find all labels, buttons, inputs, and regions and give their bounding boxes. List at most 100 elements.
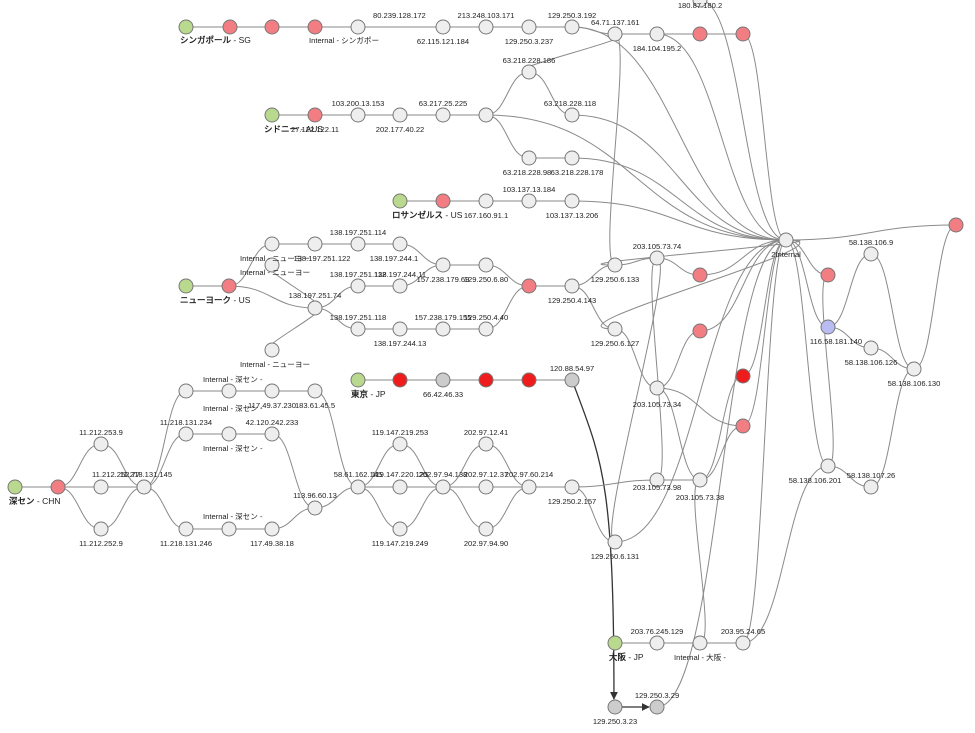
hop-node-sz14[interactable] bbox=[307, 383, 323, 399]
hop-node-j1[interactable] bbox=[607, 26, 623, 42]
hop-node-sz12[interactable] bbox=[221, 426, 237, 442]
hop-node-ny10[interactable] bbox=[350, 321, 366, 337]
hop-node-b1[interactable] bbox=[607, 699, 623, 715]
hop-node-m6[interactable] bbox=[692, 472, 708, 488]
hop-node-m1[interactable] bbox=[607, 257, 623, 273]
hop-node-ny13[interactable] bbox=[435, 257, 451, 273]
hop-node-la2[interactable] bbox=[435, 193, 451, 209]
hop-node-ny14[interactable] bbox=[478, 257, 494, 273]
hop-node-sz6[interactable] bbox=[136, 479, 152, 495]
source-node-ny[interactable] bbox=[178, 278, 194, 294]
hop-node-j4[interactable] bbox=[735, 26, 751, 42]
hop-node-sg3[interactable] bbox=[264, 19, 280, 35]
hop-node-sz17[interactable] bbox=[307, 500, 323, 516]
hop-node-ny17[interactable] bbox=[521, 278, 537, 294]
hop-node-ny11[interactable] bbox=[392, 321, 408, 337]
hop-node-ny6[interactable] bbox=[264, 257, 280, 273]
hop-node-sz7[interactable] bbox=[178, 383, 194, 399]
hop-node-au6[interactable] bbox=[478, 107, 494, 123]
hop-node-sz8[interactable] bbox=[178, 426, 194, 442]
hop-node-tk2[interactable] bbox=[392, 372, 408, 388]
hop-node-sg7[interactable] bbox=[478, 19, 494, 35]
hop-node-sz15[interactable] bbox=[221, 521, 237, 537]
hop-node-sg2[interactable] bbox=[222, 19, 238, 35]
hop-node-sz20[interactable] bbox=[392, 479, 408, 495]
source-node-os[interactable] bbox=[607, 635, 623, 651]
hop-node-j3[interactable] bbox=[692, 26, 708, 42]
hop-node-os4[interactable] bbox=[735, 635, 751, 651]
hop-node-m2[interactable] bbox=[607, 321, 623, 337]
hop-node-m5[interactable] bbox=[649, 472, 665, 488]
hop-node-b2[interactable] bbox=[649, 699, 665, 715]
hop-node-sz5[interactable] bbox=[93, 521, 109, 537]
hop-node-sz22[interactable] bbox=[435, 479, 451, 495]
hop-node-in[interactable] bbox=[778, 232, 794, 248]
hop-node-r7[interactable] bbox=[863, 479, 879, 495]
hop-node-ny18[interactable] bbox=[564, 278, 580, 294]
hop-node-m9[interactable] bbox=[692, 323, 708, 339]
hop-node-sg8[interactable] bbox=[521, 19, 537, 35]
hop-node-ny16[interactable] bbox=[478, 321, 494, 337]
hop-node-sg4[interactable] bbox=[307, 19, 323, 35]
hop-node-tk5[interactable] bbox=[521, 372, 537, 388]
hop-node-r3[interactable] bbox=[863, 246, 879, 262]
hop-node-sg6[interactable] bbox=[435, 19, 451, 35]
hop-node-ny2[interactable] bbox=[221, 278, 237, 294]
hop-node-au4[interactable] bbox=[392, 107, 408, 123]
hop-node-tk4[interactable] bbox=[478, 372, 494, 388]
hop-node-m10[interactable] bbox=[735, 368, 751, 384]
hop-node-os2[interactable] bbox=[649, 635, 665, 651]
hop-node-ny1[interactable] bbox=[264, 236, 280, 252]
hop-node-sz27[interactable] bbox=[564, 479, 580, 495]
hop-node-ny5[interactable] bbox=[392, 236, 408, 252]
hop-node-sz24[interactable] bbox=[478, 479, 494, 495]
hop-node-r5[interactable] bbox=[906, 361, 922, 377]
hop-node-sz19[interactable] bbox=[392, 436, 408, 452]
hop-node-sz11[interactable] bbox=[264, 383, 280, 399]
hop-node-m7[interactable] bbox=[607, 534, 623, 550]
hop-node-la5[interactable] bbox=[564, 193, 580, 209]
hop-node-sz2[interactable] bbox=[50, 479, 66, 495]
hop-node-m11[interactable] bbox=[735, 418, 751, 434]
hop-node-m4[interactable] bbox=[649, 380, 665, 396]
hop-node-tk3[interactable] bbox=[435, 372, 451, 388]
hop-node-ny4[interactable] bbox=[350, 236, 366, 252]
hop-node-m8[interactable] bbox=[692, 267, 708, 283]
hop-node-sz9[interactable] bbox=[178, 521, 194, 537]
source-node-tk[interactable] bbox=[350, 372, 366, 388]
hop-node-ny8[interactable] bbox=[350, 278, 366, 294]
source-node-sg[interactable] bbox=[178, 19, 194, 35]
hop-node-top[interactable] bbox=[692, 0, 708, 8]
hop-node-sz26[interactable] bbox=[521, 479, 537, 495]
hop-node-sz21[interactable] bbox=[392, 521, 408, 537]
hop-node-ny9[interactable] bbox=[392, 278, 408, 294]
hop-node-sz4[interactable] bbox=[93, 479, 109, 495]
hop-node-sg9[interactable] bbox=[564, 19, 580, 35]
hop-node-r4[interactable] bbox=[863, 340, 879, 356]
hop-node-sz3[interactable] bbox=[93, 436, 109, 452]
hop-node-la3[interactable] bbox=[478, 193, 494, 209]
hop-node-a4[interactable] bbox=[564, 150, 580, 166]
hop-node-a1[interactable] bbox=[521, 64, 537, 80]
source-node-au[interactable] bbox=[264, 107, 280, 123]
hop-node-au2[interactable] bbox=[307, 107, 323, 123]
hop-node-sz16[interactable] bbox=[264, 521, 280, 537]
hop-node-r2[interactable] bbox=[820, 319, 836, 335]
hop-node-ny3[interactable] bbox=[307, 236, 323, 252]
hop-node-sg5[interactable] bbox=[350, 19, 366, 35]
hop-node-sz10[interactable] bbox=[221, 383, 237, 399]
source-node-sz[interactable] bbox=[7, 479, 23, 495]
hop-node-la4[interactable] bbox=[521, 193, 537, 209]
hop-node-sz18[interactable] bbox=[350, 479, 366, 495]
hop-node-m3[interactable] bbox=[649, 250, 665, 266]
hop-node-a2[interactable] bbox=[564, 107, 580, 123]
hop-node-sz13[interactable] bbox=[264, 426, 280, 442]
source-node-la[interactable] bbox=[392, 193, 408, 209]
hop-node-ny7[interactable] bbox=[307, 300, 323, 316]
hop-node-j2[interactable] bbox=[649, 26, 665, 42]
hop-node-rr[interactable] bbox=[948, 217, 964, 233]
hop-node-r1[interactable] bbox=[820, 267, 836, 283]
hop-node-ny15[interactable] bbox=[435, 321, 451, 337]
hop-node-au3[interactable] bbox=[350, 107, 366, 123]
hop-node-ny12[interactable] bbox=[264, 342, 280, 358]
